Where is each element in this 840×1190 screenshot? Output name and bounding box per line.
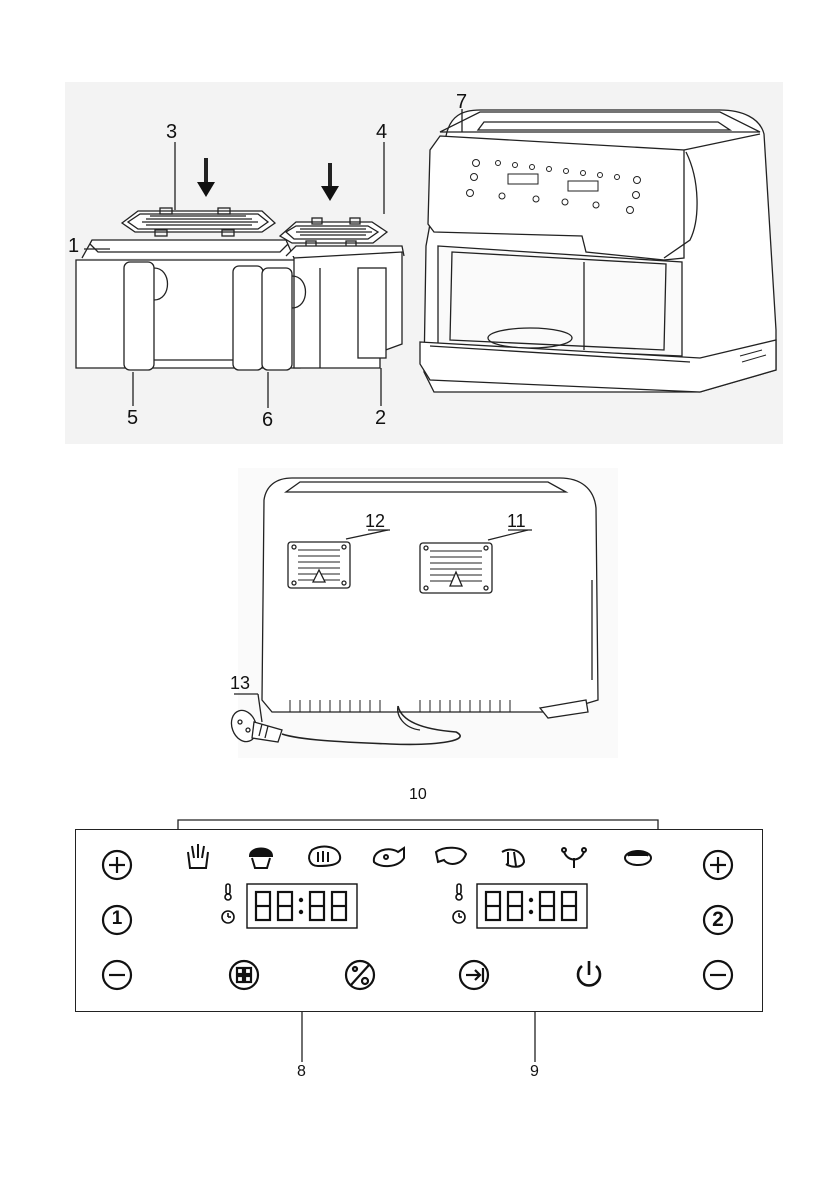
- steak-icon[interactable]: [309, 847, 340, 866]
- clock-icon: [222, 911, 234, 923]
- minus-icon[interactable]: [103, 961, 131, 989]
- zone1-label: 1: [109, 908, 125, 930]
- sync-icon[interactable]: [230, 961, 258, 989]
- fries-icon[interactable]: [188, 844, 208, 868]
- sausage-icon[interactable]: [562, 848, 586, 868]
- match-icon[interactable]: [460, 961, 488, 989]
- vegetable-dish-icon[interactable]: [625, 851, 651, 865]
- display-right: [477, 884, 587, 928]
- plus-icon[interactable]: [704, 851, 732, 879]
- fish-icon[interactable]: [436, 848, 466, 864]
- thermometer-icon: [456, 884, 462, 900]
- shrimp-icon[interactable]: [502, 850, 524, 867]
- chicken-icon[interactable]: [374, 848, 404, 866]
- minus-icon[interactable]: [704, 961, 732, 989]
- zone2-label: 2: [708, 908, 728, 932]
- muffin-icon[interactable]: [250, 849, 272, 869]
- power-icon[interactable]: [578, 961, 600, 985]
- display-left: [247, 884, 357, 928]
- clock-icon: [453, 911, 465, 923]
- temp-time-icon[interactable]: [346, 961, 374, 989]
- thermometer-icon: [225, 884, 231, 900]
- plus-icon[interactable]: [103, 851, 131, 879]
